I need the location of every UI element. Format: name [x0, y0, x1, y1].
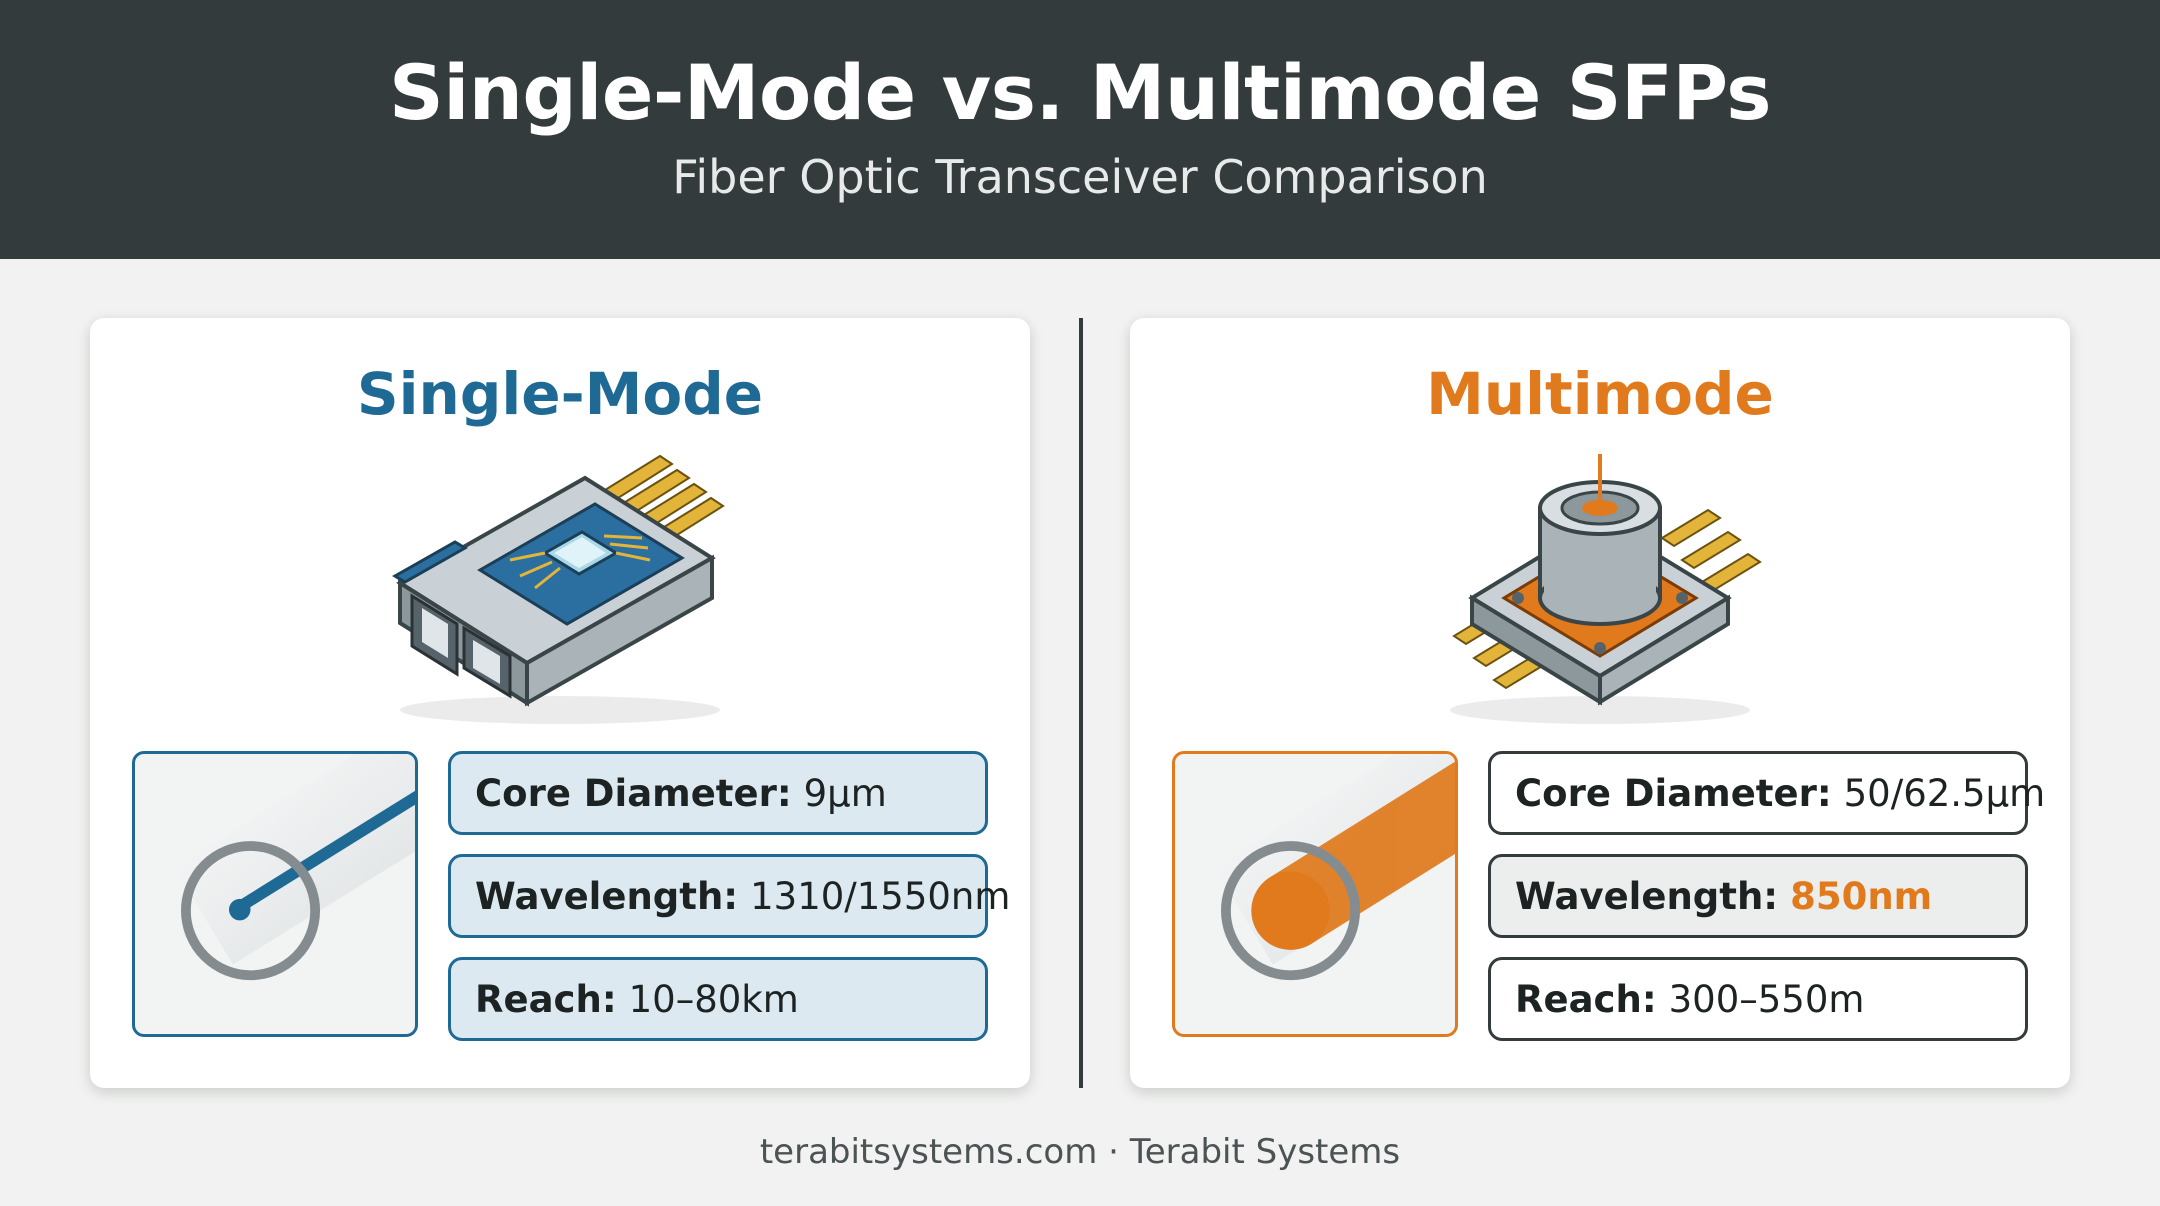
spec-value: 850nm [1790, 874, 1933, 918]
page-subtitle: Fiber Optic Transceiver Comparison [672, 150, 1488, 204]
center-divider [1079, 318, 1083, 1088]
spec-label: Core Diameter: [475, 771, 792, 815]
spec-label: Core Diameter: [1515, 771, 1832, 815]
multimode-card: Multimode [1130, 318, 2070, 1088]
spec-value: 10–80km [628, 977, 799, 1021]
spec-label: Wavelength: [475, 874, 739, 918]
thin-core-fiber-icon [174, 754, 415, 981]
header-banner: Single-Mode vs. Multimode SFPs Fiber Opt… [0, 0, 2160, 259]
wide-core-fiber-icon [1214, 754, 1455, 981]
spec-reach: Reach: 300–550m [1488, 957, 2028, 1041]
spec-core-diameter: Core Diameter: 9µm [448, 751, 988, 835]
spec-label: Reach: [475, 977, 617, 1021]
single-mode-title: Single-Mode [356, 360, 764, 428]
vcsel-laser-component-icon [1450, 454, 1762, 724]
spec-label: Wavelength: [1515, 874, 1779, 918]
multimode-title: Multimode [1426, 360, 1774, 428]
spec-value: 300–550m [1668, 977, 1865, 1021]
spec-wavelength: Wavelength: 850nm [1488, 854, 2028, 938]
spec-wavelength: Wavelength: 1310/1550nm [448, 854, 1010, 938]
spec-reach: Reach: 10–80km [448, 957, 988, 1041]
spec-label: Reach: [1515, 977, 1657, 1021]
spec-value: 50/62.5µm [1843, 771, 2046, 815]
single-mode-fiber-illustration [132, 751, 418, 1037]
sfp-transceiver-module-icon [392, 454, 725, 724]
spec-value: 1310/1550nm [750, 874, 1011, 918]
footer-credit: terabitsystems.com · Terabit Systems [759, 1132, 1401, 1172]
spec-value: 9µm [803, 771, 887, 815]
single-mode-card: Single-Mode [90, 318, 1030, 1088]
multimode-fiber-illustration [1172, 751, 1458, 1037]
spec-core-diameter: Core Diameter: 50/62.5µm [1488, 751, 2045, 835]
page-title: Single-Mode vs. Multimode SFPs [388, 48, 1772, 137]
